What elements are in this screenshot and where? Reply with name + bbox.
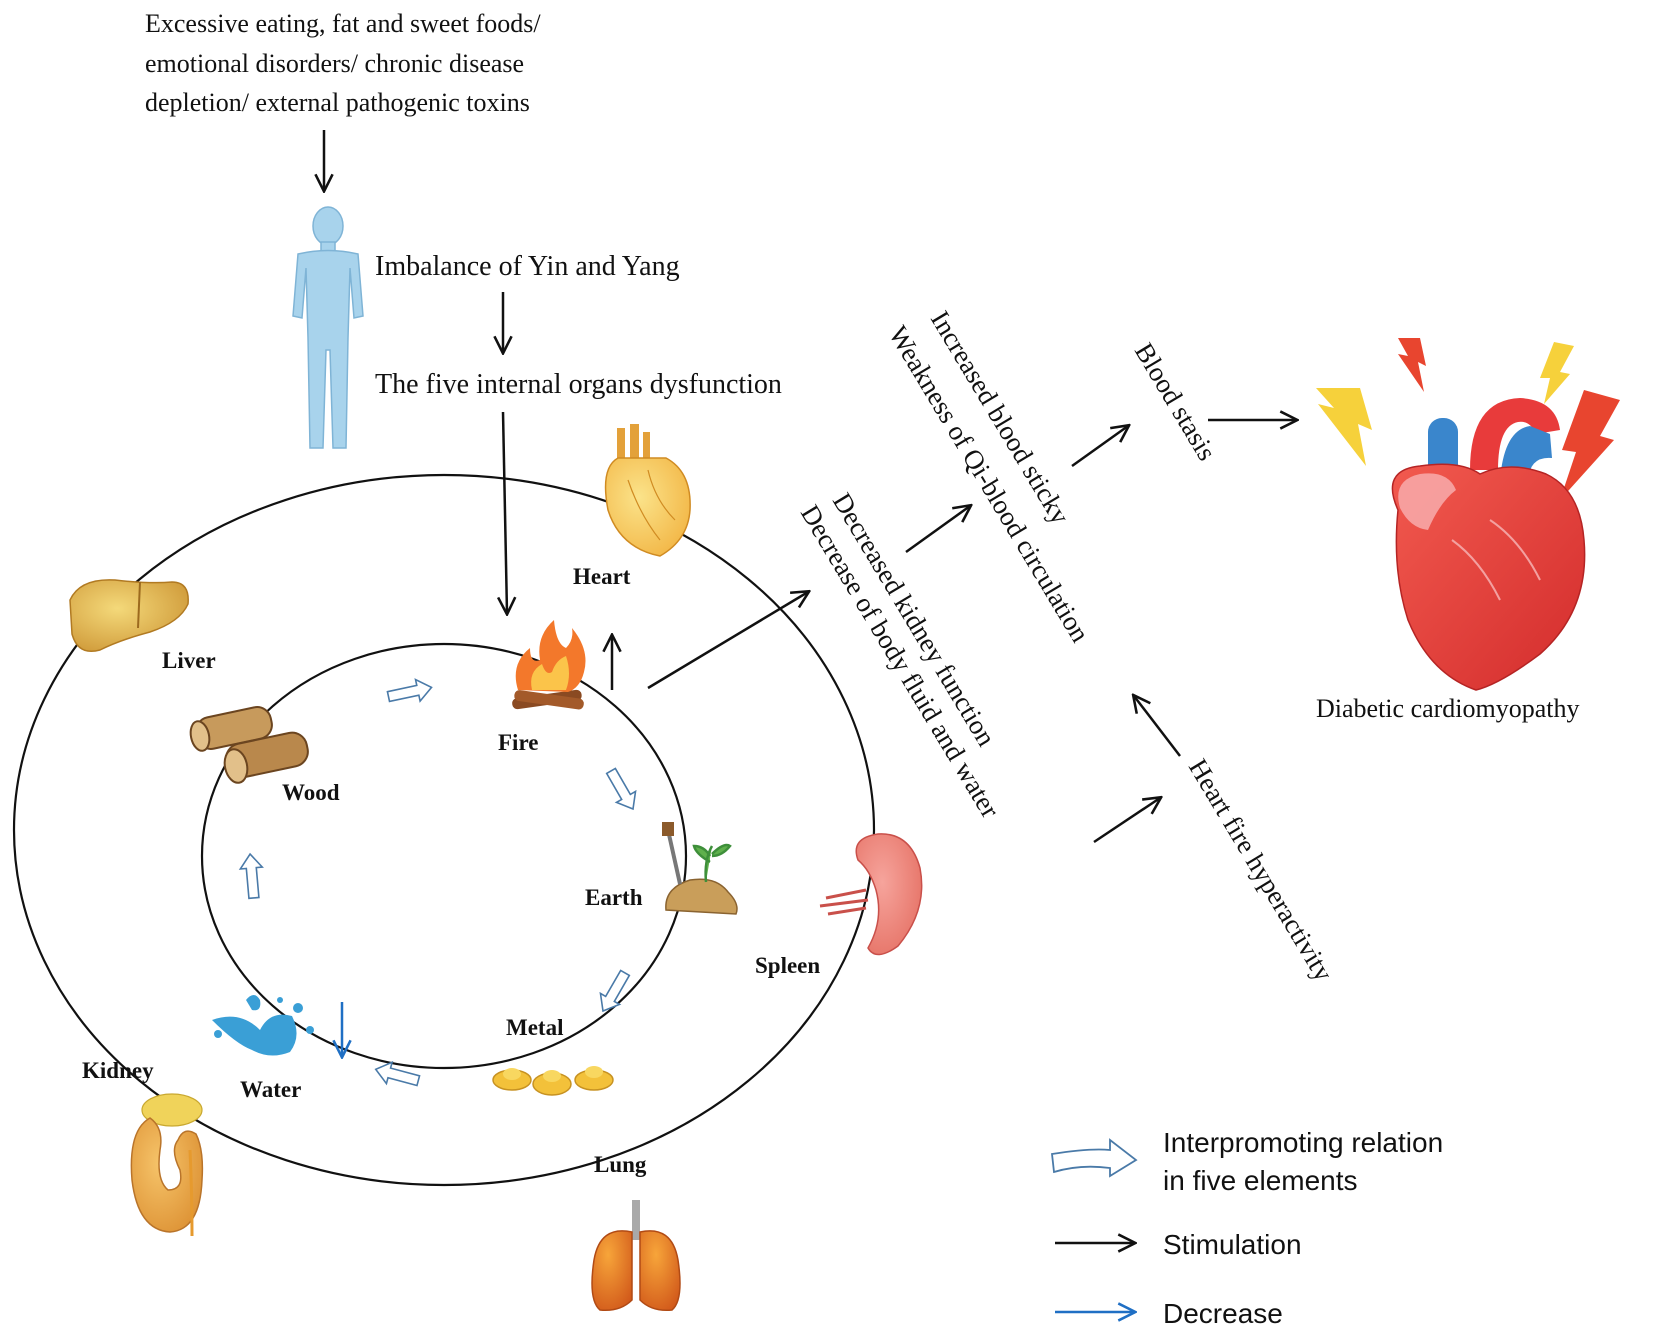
diabetic-heart-icon: [1316, 338, 1620, 691]
metal-label: Metal: [506, 1015, 563, 1040]
wood-label: Wood: [282, 780, 340, 805]
water-label: Water: [240, 1077, 301, 1102]
legend-stimulation-label: Stimulation: [1163, 1229, 1302, 1260]
water-icon: [212, 995, 314, 1056]
causes-line-2: emotional disorders/ chronic disease: [145, 49, 524, 78]
interpromoting-arrows: [238, 678, 637, 1087]
lightning-red-top-icon: [1398, 338, 1426, 392]
causes-text: Excessive eating, fat and sweet foods/ e…: [145, 9, 547, 117]
earth-icon: [662, 822, 738, 915]
heart-organ-icon: [604, 424, 691, 557]
metal-icon: [492, 1066, 614, 1096]
heart-fire-to-circulation-arrow: [1134, 696, 1181, 757]
heart-fire-label: Heart fire hyperactivity: [1183, 754, 1339, 987]
human-body-icon: [292, 206, 364, 449]
spleen-label: Spleen: [755, 953, 820, 978]
earth-label: Earth: [585, 885, 643, 910]
lung-icon: [591, 1200, 681, 1312]
spleen-icon: [819, 833, 923, 956]
interpromoting-arrow-metal-water: [374, 1060, 421, 1087]
blood-stasis-label: Blood stasis: [1129, 338, 1222, 466]
outer-circle-organs: [12, 473, 876, 1187]
legend-decrease-label: Decrease: [1163, 1298, 1283, 1329]
to-heart-fire-arrow: [1093, 798, 1160, 844]
interpromoting-arrow-fire-earth: [605, 767, 637, 811]
lung-label: Lung: [594, 1152, 647, 1177]
kidney-label: Kidney: [82, 1058, 154, 1083]
lightning-yellow-right-icon: [1540, 342, 1574, 404]
to-blood-stasis-arrow: [1071, 426, 1128, 468]
wood-icon: [189, 706, 309, 784]
lightning-yellow-left-icon: [1316, 388, 1372, 466]
causes-line-1: Excessive eating, fat and sweet foods/: [145, 9, 541, 38]
interpromoting-arrow-water-wood: [238, 852, 264, 900]
legend: Interpromoting relation in five elements…: [1051, 1127, 1451, 1329]
legend-interpromoting-line1: Interpromoting relation: [1163, 1127, 1443, 1158]
legend-interpromoting-line2: in five elements: [1163, 1165, 1358, 1196]
fire-icon: [512, 620, 586, 710]
fire-label: Fire: [498, 730, 538, 755]
decrease-fluid-label: Decrease of body fluid and water: [795, 500, 1006, 823]
interpromoting-arrow-wood-fire: [386, 678, 433, 703]
dysfunction-arrow: [503, 411, 507, 613]
kidney-icon: [130, 1093, 204, 1237]
to-circulation-arrow: [905, 506, 970, 554]
lightning-red-right-icon: [1560, 390, 1620, 500]
liver-label: Liver: [162, 648, 216, 673]
interpromoting-arrow-earth-metal: [599, 969, 631, 1013]
legend-interpromoting-icon: [1051, 1138, 1138, 1178]
imbalance-label: Imbalance of Yin and Yang: [375, 251, 680, 282]
dysfunction-label: The five internal organs dysfunction: [375, 369, 782, 400]
liver-icon: [69, 579, 189, 652]
fire-to-pathway-arrow: [647, 592, 808, 690]
causes-line-3: depletion/ external pathogenic toxins: [145, 88, 530, 117]
outcome-label: Diabetic cardiomyopathy: [1316, 694, 1580, 723]
heart-organ-label: Heart: [573, 564, 631, 589]
legend-interpromoting-text: Interpromoting relation in five elements: [1163, 1127, 1451, 1196]
inner-circle-elements: [200, 642, 688, 1070]
